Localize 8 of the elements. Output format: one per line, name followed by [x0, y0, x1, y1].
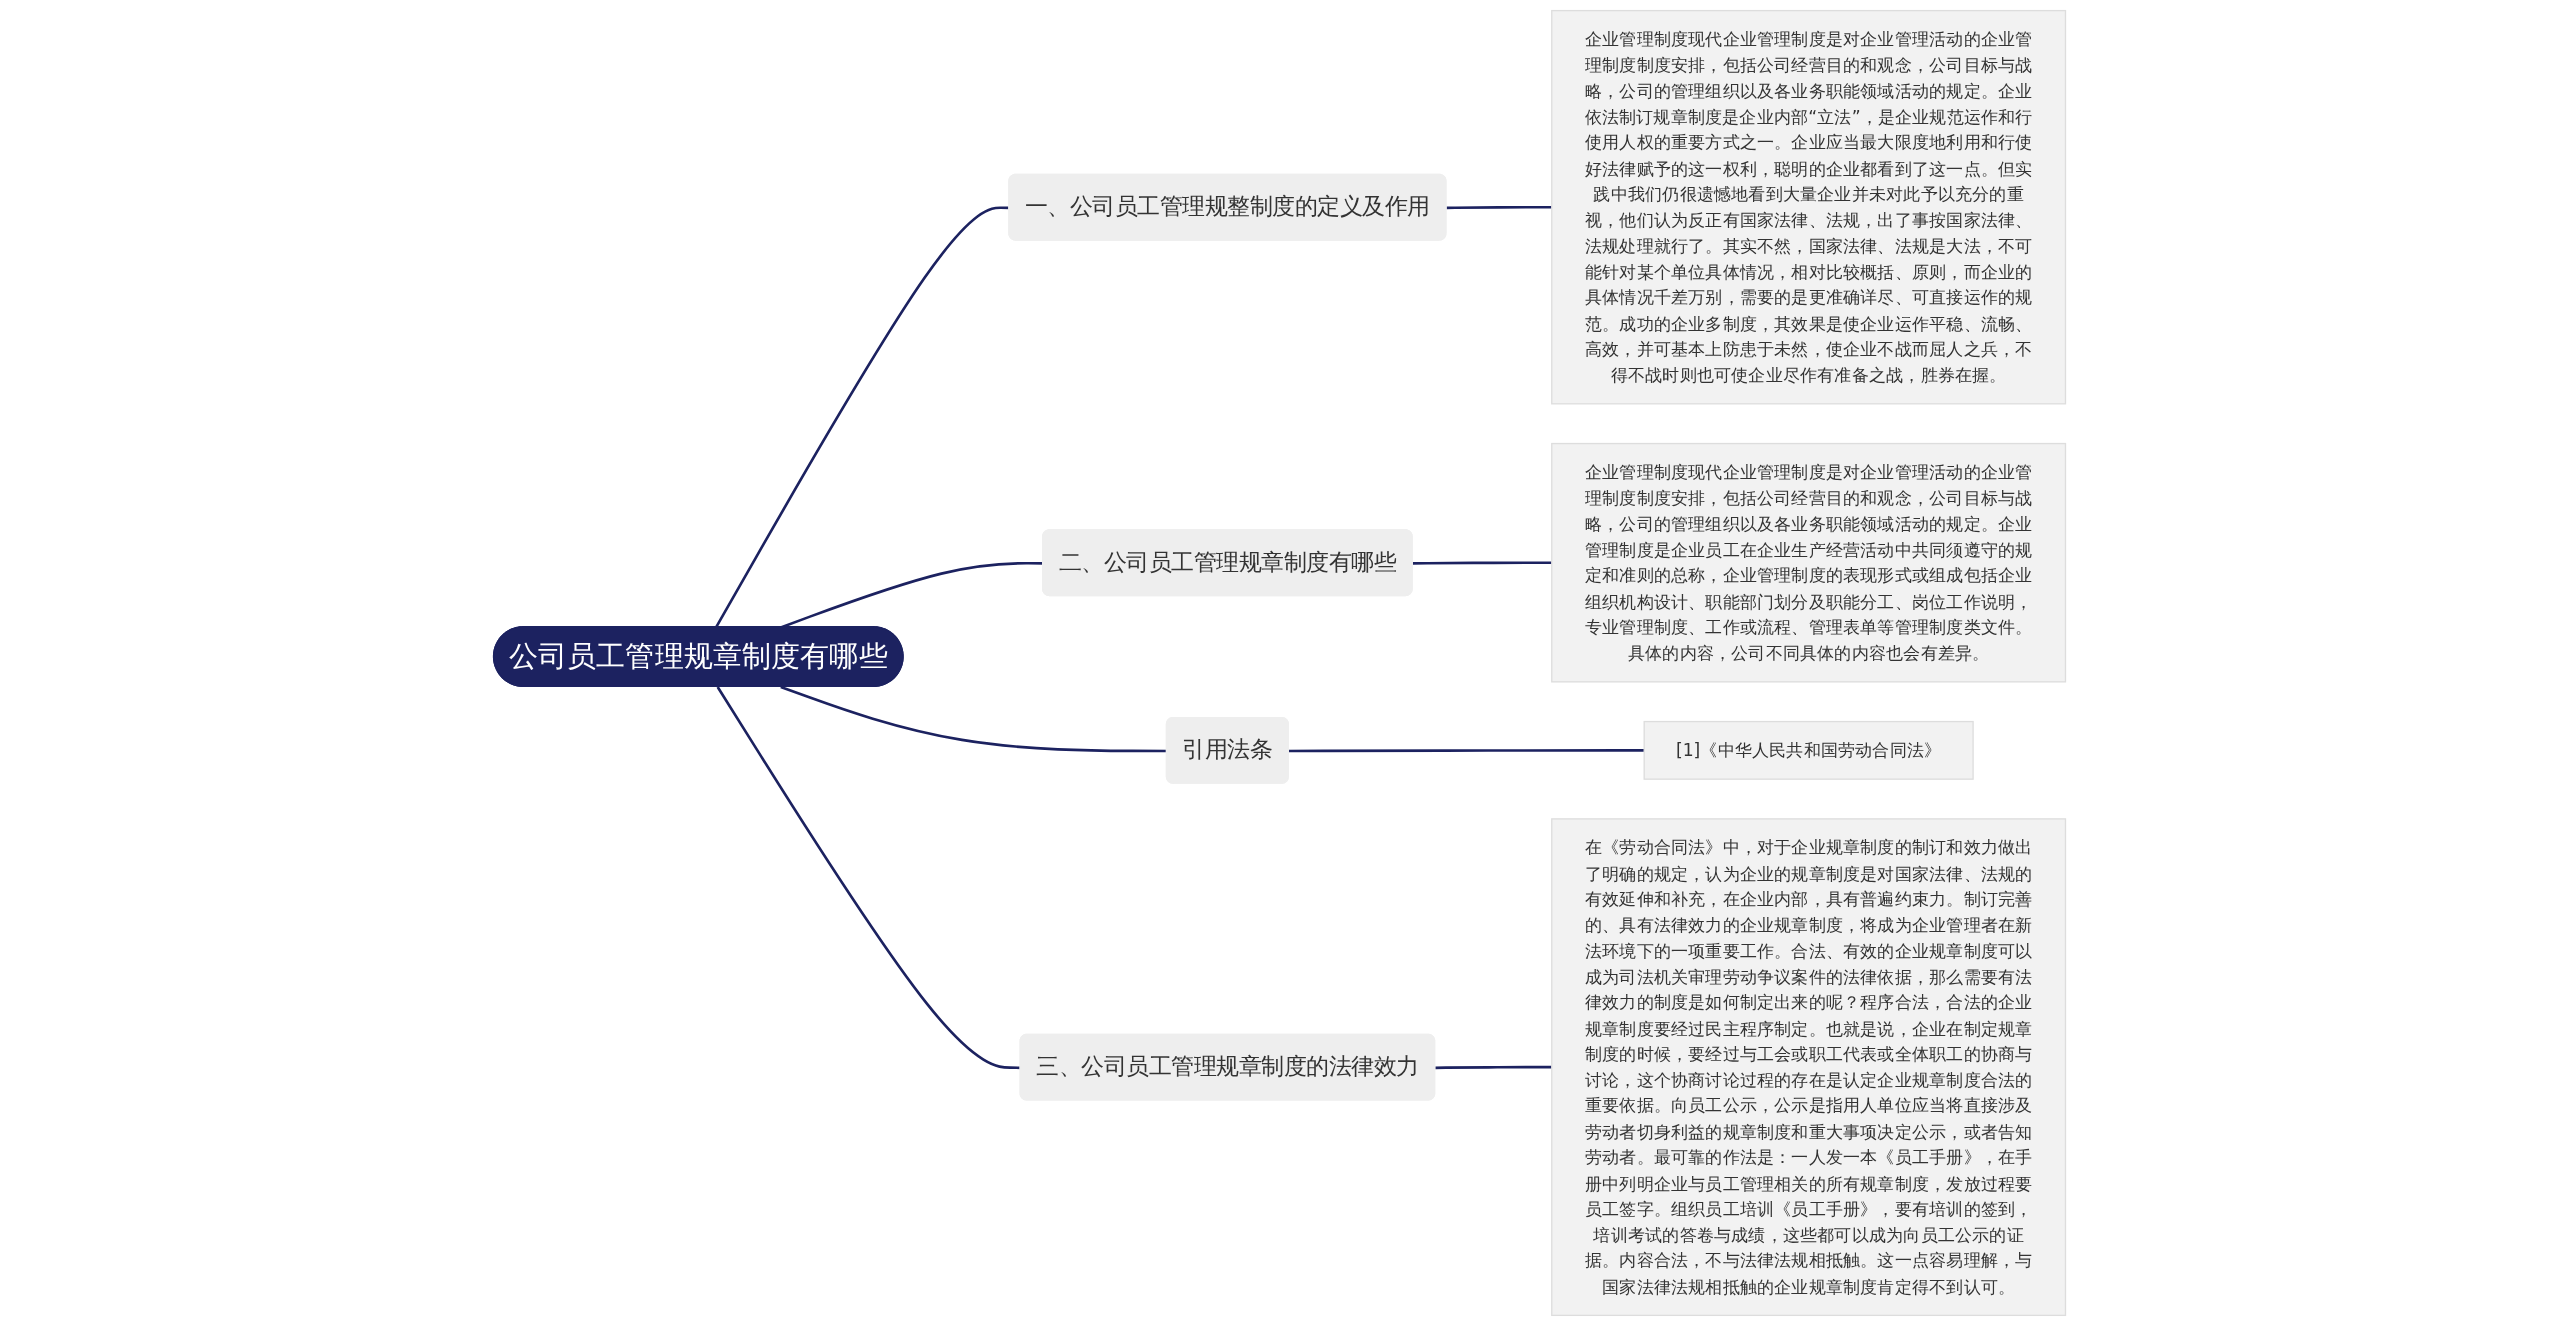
node-box: [1]《中华人民共和国劳动合同法》: [1643, 720, 1975, 780]
node-box: 在《劳动合同法》中，对于企业规章制度的制订和效力做出了明确的规定，认为企业的规章制度是对国家法律、法规的有效延伸和补充，在企业内部，具有普遍约束力。制订完善的、具有法律效力的企业规章制度，将成为企业管理者在新法环境下的一项重要工作。合法、有效的企业规章制度可以成为司法机关审理劳动争议案件的法律依据，那么需要有法律效力的制度是如何制定出来的呢？程序合法，合法的企业规章制度要经过民主程序制定。也就是说，企业在制定规章制度的时候，要经过与工会或职工代表或全体职工的协商与讨论，这个协商讨论过程的存在是认定企业规章制度合法的重要依据。向员工公示，公示是指用人单位应当将直接涉及劳动者切身利益的规章制度和重大事项决定公示，或者告知劳动者。最可靠的作法是：一人发一本《员工手册》，在手册中列明企业与员工管理相关的所有规章制度，发放过程要员工签字。组织员工培训《员工手册》，要有培训的签到，培训考试的答卷与成绩，这些都可以成为向员工公示的证据。内容合法，不与法律法规相抵触。这一点容易理解，与国家法律法规相抵触的企业规章制度肯定得不到认可。: [1551, 818, 2067, 1317]
connector: [1435, 1065, 1553, 1070]
node-box: 企业管理制度现代企业管理制度是对企业管理活动的企业管理制度制度安排，包括公司经营目的和观念，公司目标与战略，公司的管理组织以及各业务职能领域活动的规定。企业管理制度是企业员工在企业生产经营活动中共同须遵守的规定和准则的总称，企业管理制度的表现形式或组成包括企业组织机构设计、职能部门划分及职能分工、岗位工作说明，专业管理制度、工作或流程、管理表单等管理制度类文件。具体的内容，公司不同具体的内容也会有差异。: [1551, 442, 2067, 683]
node-box: 企业管理制度现代企业管理制度是对企业管理活动的企业管理制度制度安排，包括公司经营目的和观念，公司目标与战略，公司的管理组织以及各业务职能领域活动的规定。企业依法制订规章制度是企业内部“立法”，是企业规范运作和行使用人权的重要方式之一。企业应当最大限度地利用和行使好法律赋予的这一权利，聪明的企业都看到了这一点。但实践中我们仍很遗憾地看到大量企业并未对此予以充分的重视，他们认为反正有国家法律、法规，出了事按国家法律、法规处理就行了。其实不然，国家法律、法规是大法，不可能针对某个单位具体情况，相对比较概括、原则，而企业的具体情况千差万别，需要的是更准确详尽、可直接运作的规范。成功的企业多制度，其效果是使企业运作平稳、流畅、高效，并可基本上防患于未然，使企业不战而屈人之兵，不得不战时则也可使企业尽作有准备之战，胜券在握。: [1551, 9, 2067, 405]
connector: [1446, 205, 1553, 210]
connector: [1289, 749, 1645, 753]
connector: [1413, 561, 1553, 565]
